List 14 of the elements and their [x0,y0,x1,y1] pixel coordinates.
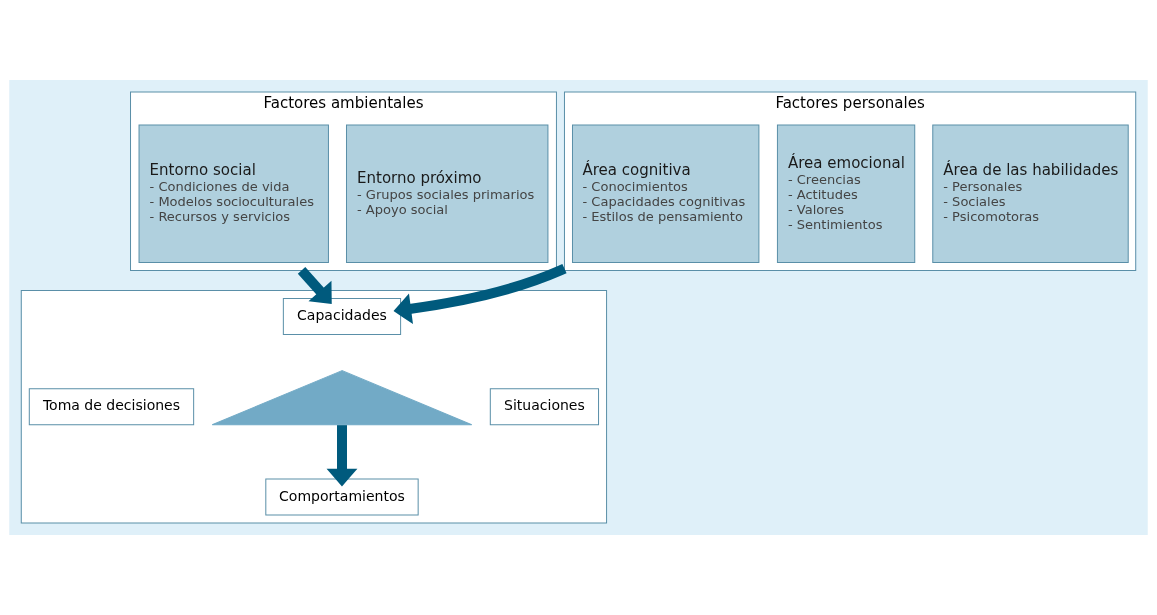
node-triangle [211,370,473,426]
arrow [393,264,567,325]
node-box: Capacidades [282,298,402,336]
node-box: Situaciones [489,388,600,426]
node-box: Área emocional - Creencias - Actitudes - Valores - Sentimientos [776,124,916,263]
node-box: Comportamientos [265,478,419,516]
node-box: Entorno social - Condiciones de vida - Modelos socioculturales - Recursos y servicios [138,124,329,263]
cluster [20,289,608,524]
node-box: Área de las habilidades - Personales - Sociales - Psicomotoras [932,124,1129,263]
node-box: Toma de decisiones [28,388,195,426]
arrow [326,425,358,487]
node-box: Área cognitiva - Conocimientos - Capacidades cognitivas - Estilos de pensamiento [572,124,760,263]
node-box: Entorno próximo - Grupos sociales primarios - Apoyo social [346,124,549,263]
arrow [297,267,332,305]
